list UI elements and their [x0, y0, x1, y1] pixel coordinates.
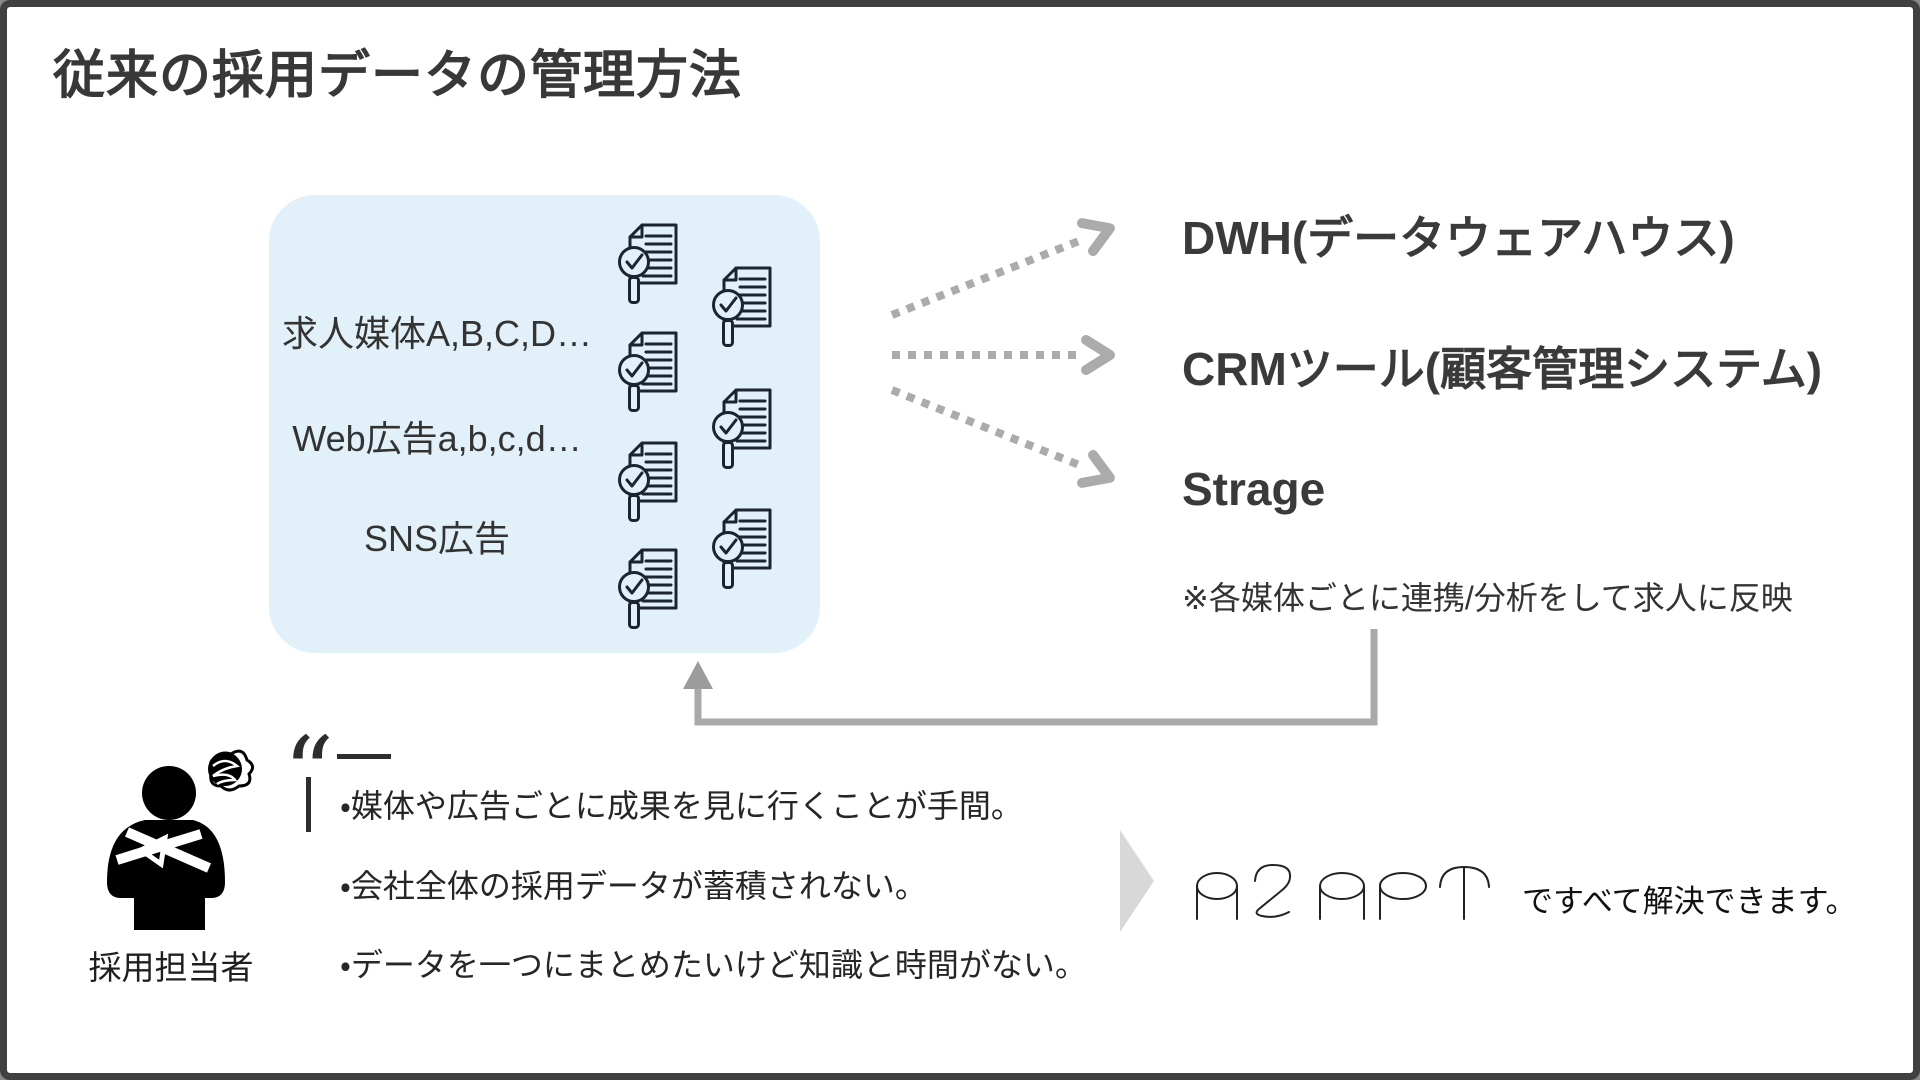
destination-note: ※各媒体ごとに連携/分析をして求人に反映 [1182, 580, 1793, 616]
document-search-check-icon [709, 265, 775, 349]
destination-dwh: DWH(データウェアハウス) [1182, 212, 1735, 264]
frustrated-person-icon [107, 749, 254, 930]
pain-item-2: ・会社全体の採用データが蓄積されない。 [340, 868, 927, 904]
quote-vline [306, 777, 311, 832]
document-search-check-icon [615, 222, 681, 306]
solution-message: ですべて解決できます。 [1522, 884, 1857, 919]
arrowhead-dwh [1077, 218, 1115, 257]
quote-dash [337, 754, 391, 759]
source-item-sns-ads: SNS広告 [363, 518, 511, 559]
dotted-arrow-strage [890, 386, 1081, 469]
document-search-check-icon [709, 387, 775, 471]
source-item-web-ads: Web広告a,b,c,d… [292, 418, 582, 459]
feedback-up-arrowhead [683, 661, 713, 689]
document-search-check-icon [615, 440, 681, 524]
arrowhead-strage [1077, 449, 1115, 488]
dotted-arrow-dwh [890, 237, 1081, 319]
source-item-job-media: 求人媒体A,B,C,D… [281, 313, 593, 354]
azapt-logo [1196, 863, 1490, 920]
arrowhead-crm [1081, 335, 1115, 375]
document-search-check-icon [615, 330, 681, 414]
destination-strage: Strage [1182, 463, 1326, 515]
destination-crm: CRMツール(顧客管理システム) [1182, 343, 1823, 395]
document-search-check-icon [709, 507, 775, 591]
persona-label: 採用担当者 [88, 949, 254, 986]
page-title: 従来の採用データの管理方法 [53, 47, 743, 105]
document-search-check-icon [615, 547, 681, 631]
pain-item-3: ・データを一つにまとめたいけど知識と時間がない。 [340, 947, 1087, 983]
quote-icon: “ [283, 733, 335, 793]
pain-item-1: ・媒体や広告ごとに成果を見に行くことが手間。 [340, 788, 1023, 824]
source-channels-box: 求人媒体A,B,C,D… Web広告a,b,c,d… SNS広告 [269, 195, 820, 653]
transition-triangle-icon [1120, 830, 1154, 932]
